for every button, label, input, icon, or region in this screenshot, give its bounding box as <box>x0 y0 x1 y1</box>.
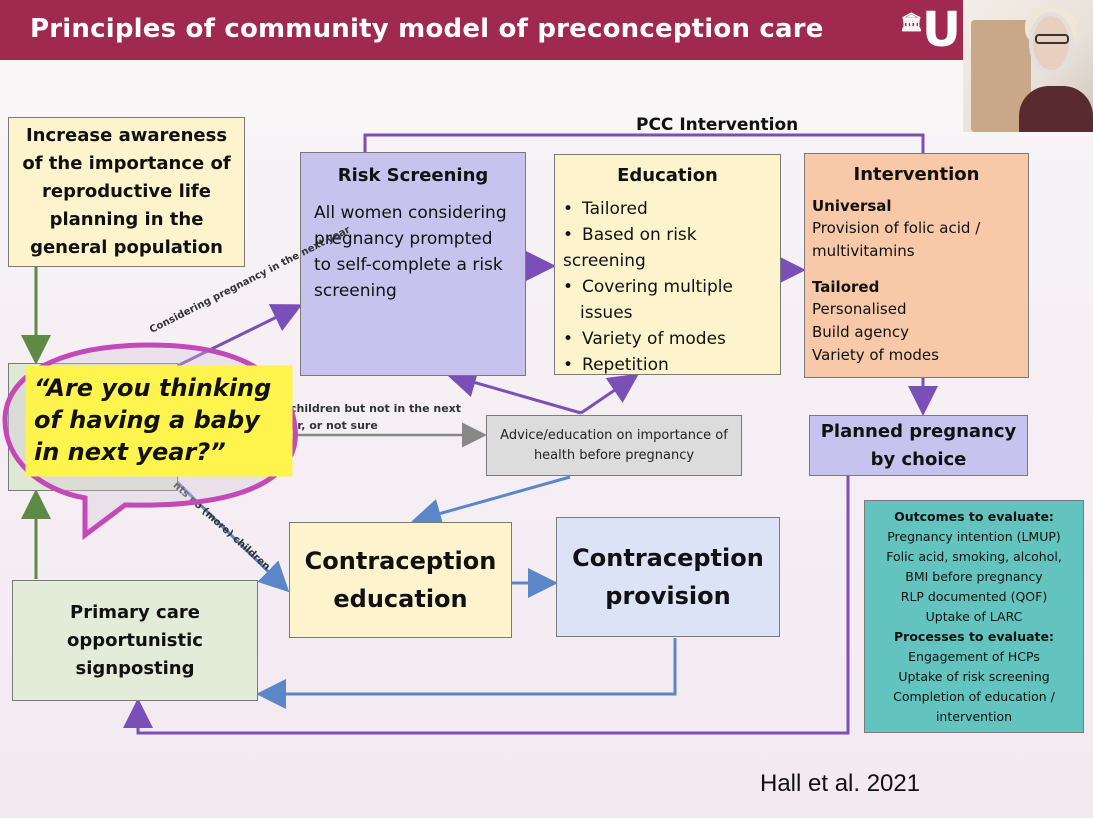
slide-title: Principles of community model of preconc… <box>30 14 824 44</box>
outcomes-box: Outcomes to evaluate: Pregnancy intentio… <box>864 500 1084 733</box>
awareness-text: Increase awareness of the importance of … <box>22 125 231 258</box>
intervention-box: Intervention Universal Provision of foli… <box>804 153 1029 378</box>
education-item: Tailored <box>563 196 772 222</box>
outcomes-title: Outcomes to evaluate: <box>894 508 1054 524</box>
pcc-intervention-label: PCC Intervention <box>636 115 799 135</box>
universal-label: Universal <box>812 197 892 215</box>
universal-text: Provision of folic acid / multivitamins <box>812 219 981 260</box>
slide-header: Principles of community model of preconc… <box>0 0 1093 60</box>
process-item: Uptake of risk screening <box>898 668 1050 684</box>
arrow-advice-to-risk <box>446 368 582 415</box>
planned-pregnancy-text: Planned pregnancy by choice <box>820 420 1017 470</box>
tailored-item: Build agency <box>812 323 909 341</box>
contraception-education-box: Contraception education <box>289 522 512 638</box>
citation: Hall et al. 2021 <box>760 770 921 797</box>
pcc-bracket <box>363 133 925 153</box>
speech-bubble-highlight <box>25 365 293 477</box>
outcome-item: Pregnancy intention (LMUP) <box>887 528 1061 544</box>
edge-label-children-line: children but not in the next <box>290 402 462 415</box>
education-item: Based on risk screening <box>563 222 772 274</box>
processes-title: Processes to evaluate: <box>894 628 1054 644</box>
risk-screening-body: All women considering pregnancy prompted… <box>314 203 507 301</box>
webcam-video[interactable] <box>963 0 1093 132</box>
process-item: Completion of education / <box>893 688 1055 704</box>
arrow-advice-to-education <box>580 373 639 415</box>
callout-text: “Are you thinking of having a baby in ne… <box>34 374 272 466</box>
intervention-title: Intervention <box>853 164 980 185</box>
university-crest-icon: 🏛 <box>900 12 923 32</box>
outcome-item: Uptake of LARC <box>925 608 1023 624</box>
arrow-planned-loop-to-primary <box>123 476 850 735</box>
education-item: Variety of modes <box>563 326 772 352</box>
risk-screening-title: Risk Screening <box>337 165 489 186</box>
awareness-box: Increase awareness of the importance of … <box>8 117 245 267</box>
arrow-hub-to-contraception-edu <box>173 478 290 593</box>
education-item: Repetition <box>563 352 772 378</box>
planned-pregnancy-box: Planned pregnancy by choice <box>809 415 1028 476</box>
outcome-item: BMI before pregnancy <box>905 568 1043 584</box>
advice-box: Advice/education on importance of health… <box>486 415 742 476</box>
presenter-body <box>1019 86 1093 132</box>
arrow-provision-to-primary <box>256 638 677 709</box>
outcome-item: RLP documented (QOF) <box>900 588 1048 604</box>
contraception-education-text: Contraception education <box>304 547 497 613</box>
advice-text: Advice/education on importance of health… <box>500 427 728 463</box>
outcome-item: Folic acid, smoking, alcohol, <box>886 548 1062 564</box>
arrow-advice-to-contraception-edu <box>411 475 571 528</box>
tailored-item: Personalised <box>812 300 907 318</box>
process-item: Engagement of HCPs <box>908 648 1040 664</box>
primary-care-text: Primary care opportunistic signposting <box>67 601 203 679</box>
presenter-glasses <box>1035 34 1069 44</box>
contraception-provision-text: Contraception provision <box>572 544 764 610</box>
primary-care-box: Primary care opportunistic signposting <box>12 580 258 701</box>
tailored-label: Tailored <box>812 278 880 296</box>
education-title: Education <box>617 165 718 186</box>
edge-label-children-line: ar, or not sure <box>290 419 378 432</box>
education-box: Education Tailored Based on risk screeni… <box>554 154 781 375</box>
arrow-hub-to-risk <box>174 304 303 369</box>
contraception-provision-box: Contraception provision <box>556 517 780 637</box>
education-item: issues <box>580 303 633 323</box>
university-logo: U <box>922 2 961 58</box>
education-list: Tailored Based on risk screening Coverin… <box>563 196 772 378</box>
tailored-item: Variety of modes <box>812 346 939 364</box>
process-item: intervention <box>935 708 1013 724</box>
education-item: Covering multiple <box>563 274 772 300</box>
edge-label-children: children but not in the next ar, or not … <box>290 400 461 434</box>
risk-screening-box: Risk Screening All women considering pre… <box>300 152 526 376</box>
